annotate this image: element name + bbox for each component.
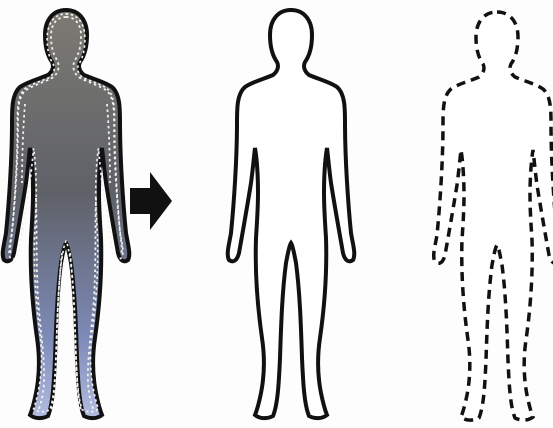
shaded-figure-with-dotted-outline xyxy=(3,10,130,418)
solid-outline-figure xyxy=(228,10,355,418)
right-arrow-icon xyxy=(130,172,172,230)
dashed-outline-figure xyxy=(434,12,553,420)
